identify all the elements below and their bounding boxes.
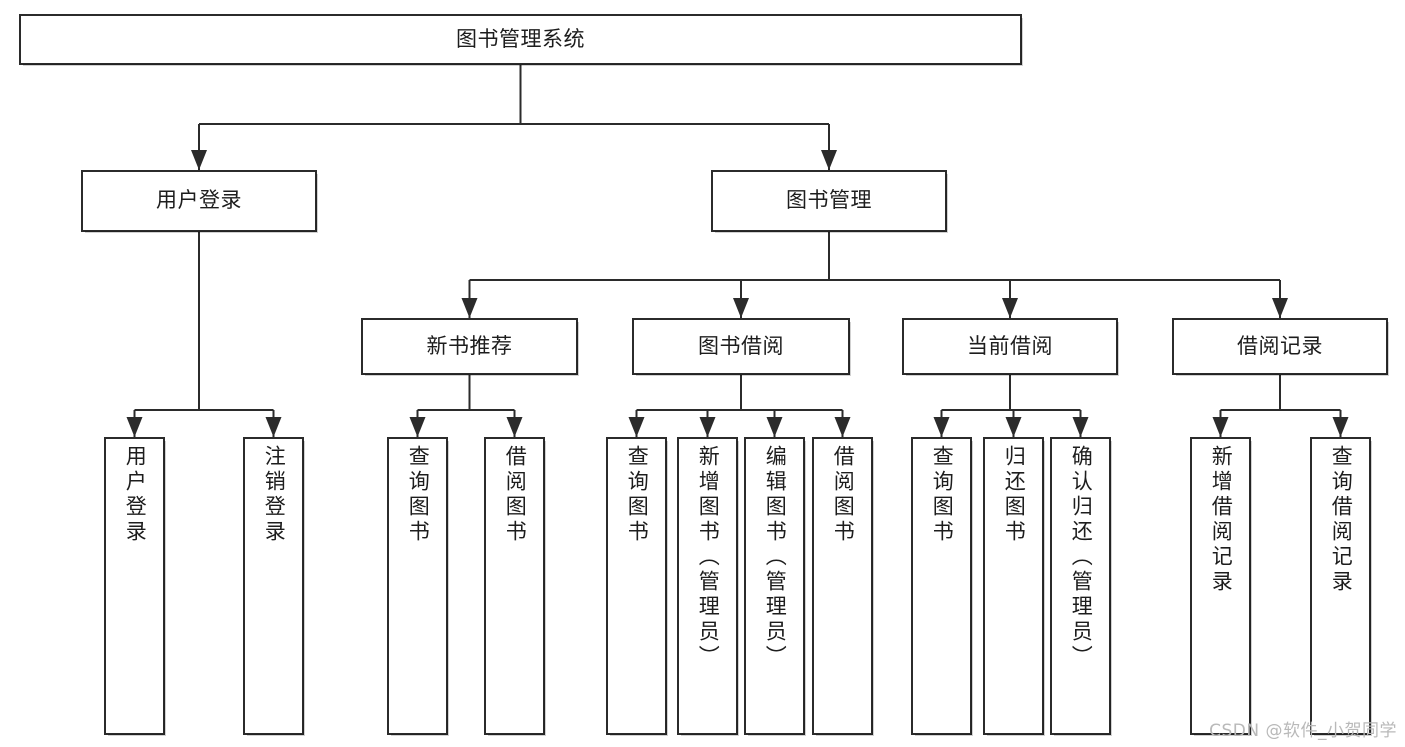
node-borrow-record[interactable]: 借阅记录	[1172, 318, 1389, 376]
node-current-borrow-label: 当前借阅	[967, 333, 1053, 358]
node-book-manage-label: 图书管理	[786, 188, 872, 213]
node-leaf-user-login-label: 用户登录	[123, 445, 148, 545]
node-new-book-recommend[interactable]: 新书推荐	[361, 318, 579, 376]
node-leaf-borrow-borrow-book[interactable]: 借阅图书	[812, 437, 874, 736]
node-new-book-recommend-label: 新书推荐	[426, 333, 513, 358]
node-leaf-recommend-query-book-label: 查询图书	[406, 445, 431, 545]
node-leaf-borrow-query-book[interactable]: 查询图书	[606, 437, 668, 736]
node-leaf-record-add-label: 新增借阅记录	[1209, 445, 1234, 595]
node-leaf-recommend-query-book[interactable]: 查询图书	[387, 437, 449, 736]
node-leaf-record-add[interactable]: 新增借阅记录	[1190, 437, 1252, 736]
node-leaf-record-query-label: 查询借阅记录	[1329, 445, 1354, 595]
node-current-borrow[interactable]: 当前借阅	[902, 318, 1119, 376]
node-leaf-borrow-borrow-book-label: 借阅图书	[831, 445, 856, 545]
node-leaf-borrow-add-book[interactable]: 新增图书（管理员）	[677, 437, 739, 736]
node-leaf-current-return-book[interactable]: 归还图书	[983, 437, 1045, 736]
node-leaf-user-login[interactable]: 用户登录	[104, 437, 166, 736]
node-leaf-current-query-book-label: 查询图书	[930, 445, 955, 545]
node-leaf-record-query[interactable]: 查询借阅记录	[1310, 437, 1372, 736]
node-leaf-recommend-borrow-book[interactable]: 借阅图书	[484, 437, 546, 736]
watermark-credit: CSDN @软件_小贺同学	[1209, 721, 1397, 741]
node-leaf-borrow-edit-book[interactable]: 编辑图书（管理员）	[744, 437, 806, 736]
node-root[interactable]: 图书管理系统	[19, 14, 1023, 66]
node-leaf-current-return-book-label: 归还图书	[1002, 445, 1027, 545]
node-leaf-logout-label: 注销登录	[262, 445, 287, 545]
node-leaf-current-confirm-return-label: 确认归还（管理员）	[1069, 445, 1094, 670]
node-leaf-borrow-query-book-label: 查询图书	[625, 445, 650, 545]
node-book-borrow-label: 图书借阅	[698, 333, 784, 358]
node-leaf-recommend-borrow-book-label: 借阅图书	[503, 445, 528, 545]
node-leaf-current-confirm-return[interactable]: 确认归还（管理员）	[1050, 437, 1112, 736]
node-book-borrow[interactable]: 图书借阅	[632, 318, 851, 376]
node-leaf-logout[interactable]: 注销登录	[243, 437, 305, 736]
node-leaf-current-query-book[interactable]: 查询图书	[911, 437, 973, 736]
node-book-manage[interactable]: 图书管理	[711, 170, 948, 233]
node-leaf-borrow-edit-book-label: 编辑图书（管理员）	[763, 445, 788, 670]
node-leaf-borrow-add-book-label: 新增图书（管理员）	[696, 445, 721, 670]
node-user-login-label: 用户登录	[156, 188, 242, 213]
node-borrow-record-label: 借阅记录	[1237, 333, 1323, 358]
node-user-login[interactable]: 用户登录	[81, 170, 318, 233]
node-root-label: 图书管理系统	[456, 26, 585, 51]
